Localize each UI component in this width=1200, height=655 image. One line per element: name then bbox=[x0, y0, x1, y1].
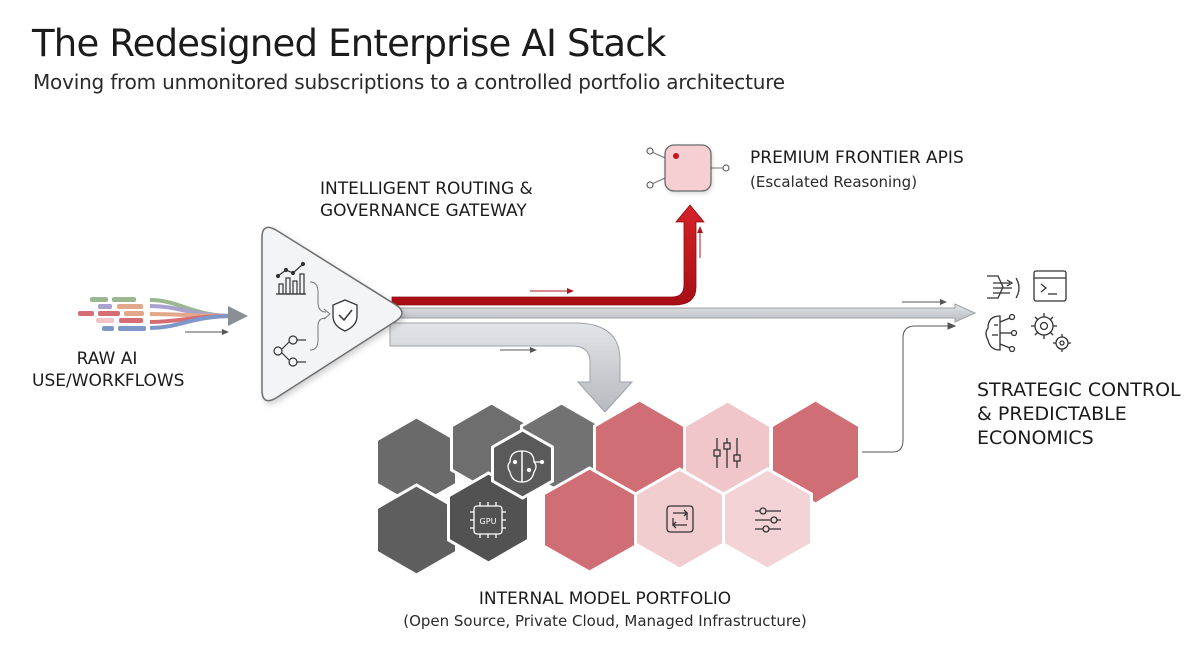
gears-icon bbox=[1031, 313, 1071, 352]
portfolio-label: INTERNAL MODEL PORTFOLIO bbox=[478, 589, 732, 609]
swap-arrows-icon bbox=[666, 505, 694, 533]
brain-circuit-icon bbox=[507, 450, 545, 483]
hex-red-3 bbox=[542, 466, 637, 574]
main-route-arrow bbox=[394, 299, 977, 323]
brain-network-icon bbox=[985, 313, 1018, 353]
funnel-arrows-icon bbox=[987, 275, 1020, 299]
outcome-label: STRATEGIC CONTROL & PREDICTABLE ECONOMIC… bbox=[977, 378, 1181, 450]
gateway-funnel bbox=[261, 226, 403, 402]
flow-nodes-icon bbox=[273, 335, 306, 367]
portfolio-route-arrow bbox=[389, 322, 634, 413]
outcome-line1: STRATEGIC CONTROL bbox=[977, 379, 1181, 401]
raw-input-streams bbox=[78, 297, 248, 335]
premium-api-node bbox=[646, 144, 730, 192]
gateway-label: INTELLIGENT ROUTING & GOVERNANCE GATEWAY bbox=[320, 178, 533, 222]
gateway-line1: INTELLIGENT ROUTING & bbox=[320, 179, 533, 199]
hex-dark-4 bbox=[375, 483, 458, 577]
premium-api-sublabel: (Escalated Reasoning) bbox=[750, 173, 918, 191]
mixer-sliders-icon bbox=[713, 438, 741, 468]
raw-input-line2: USE/WORKFLOWS bbox=[32, 371, 185, 391]
premium-api-label: PREMIUM FRONTIER APIs bbox=[750, 148, 964, 168]
sliders-icon bbox=[755, 507, 781, 533]
chart-icon bbox=[275, 261, 306, 295]
gateway-connectors bbox=[309, 281, 331, 351]
outcome-line2: & PREDICTABLE bbox=[977, 403, 1127, 425]
outcome-line3: ECONOMICS bbox=[977, 427, 1094, 449]
hex-portfolio bbox=[375, 398, 861, 577]
gateway-line2: GOVERNANCE GATEWAY bbox=[320, 201, 527, 221]
premium-route-arrow bbox=[391, 204, 705, 306]
hex-pink-3 bbox=[722, 467, 813, 571]
raw-input-label: RAW AI USE/WORKFLOWS bbox=[32, 348, 185, 392]
portfolio-feedback-line bbox=[862, 322, 957, 453]
page-title: The Redesigned Enterprise AI Stack bbox=[32, 22, 666, 65]
portfolio-sublabel: (Open Source, Private Cloud, Managed Inf… bbox=[403, 612, 807, 630]
hex-dark-1 bbox=[375, 415, 458, 509]
gpu-chip-icon bbox=[470, 502, 506, 538]
raw-input-line1: RAW AI bbox=[76, 349, 138, 369]
shield-check-icon bbox=[332, 299, 358, 332]
hex-dark-5 bbox=[447, 471, 530, 565]
page-subtitle: Moving from unmonitored subscriptions to… bbox=[33, 70, 785, 94]
gpu-chip-text: GPU bbox=[480, 517, 497, 526]
terminal-icon bbox=[1033, 270, 1067, 302]
